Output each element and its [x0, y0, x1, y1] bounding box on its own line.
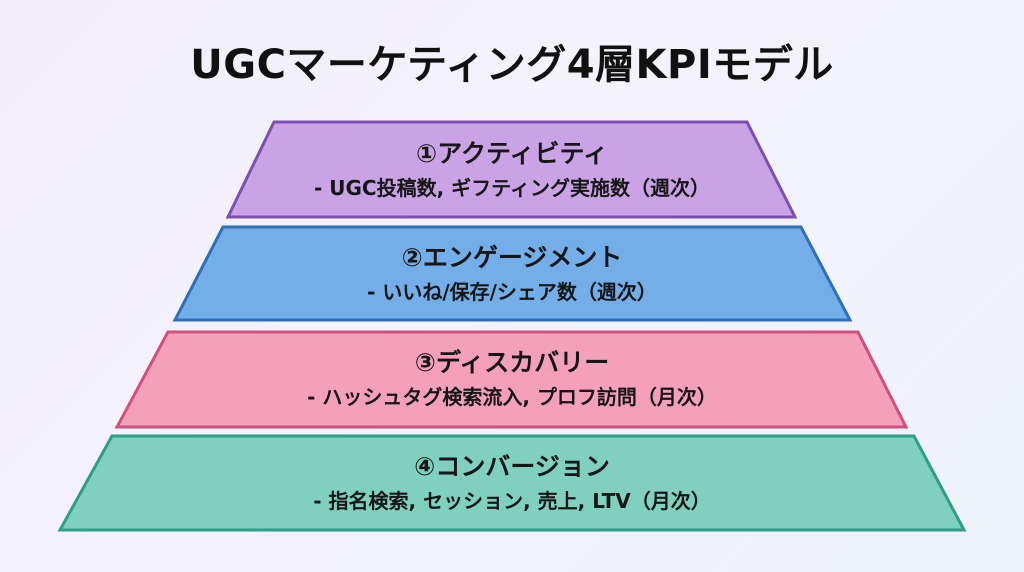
layer-1-metric: - UGC投稿数, ギフティング実施数（週次）	[314, 176, 710, 200]
layer-3-shape	[114, 330, 909, 429]
layer-3-text: ③ディスカバリー - ハッシュタグ検索流入, プロフ訪問（月次）	[0, 348, 1024, 410]
layer-3-metric: - ハッシュタグ検索流入, プロフ訪問（月次）	[307, 385, 717, 409]
layer-1-name: ①アクティビティ	[416, 139, 608, 168]
layer-2-name: ②エンゲージメント	[401, 243, 623, 272]
layer-4-metric: - 指名検索, セッション, 売上, LTV（月次）	[313, 489, 711, 513]
layer-2-metric: - いいね/保存/シェア数（週次）	[367, 280, 657, 304]
layer-4-text: ④コンバージョン - 指名検索, セッション, 売上, LTV（月次）	[0, 452, 1024, 514]
layer-2-text: ②エンゲージメント - いいね/保存/シェア数（週次）	[0, 243, 1024, 305]
layer-4-name: ④コンバージョン	[414, 452, 610, 481]
layer-2-shape	[172, 225, 853, 322]
layer-1-shape	[225, 120, 798, 219]
layer-4-shape	[57, 434, 967, 532]
layer-1-text: ①アクティビティ - UGC投稿数, ギフティング実施数（週次）	[0, 139, 1024, 201]
layer-3-name: ③ディスカバリー	[414, 348, 610, 377]
diagram-title: UGCマーケティング4層KPIモデル	[190, 42, 834, 88]
